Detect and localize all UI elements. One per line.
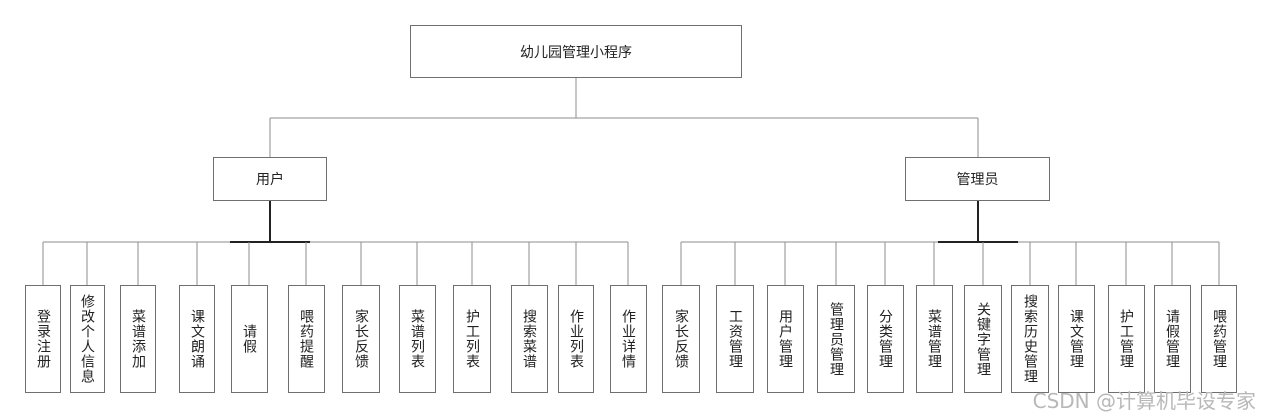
leaf-label: 搜索菜谱 bbox=[521, 309, 537, 369]
leaf-label: 请假 bbox=[241, 324, 257, 354]
leaf-label: 菜谱列表 bbox=[409, 309, 425, 369]
leaf-label: 工资管理 bbox=[727, 309, 743, 369]
branch-label-user: 用户 bbox=[256, 172, 284, 188]
branch-label-admin: 管理员 bbox=[956, 172, 999, 188]
user-leaf-node: 家长反馈 bbox=[342, 285, 380, 393]
admin-leaf-node: 关键字管理 bbox=[964, 285, 1002, 393]
leaf-label: 喂药管理 bbox=[1211, 309, 1227, 369]
branch-node-user: 用户 bbox=[213, 157, 327, 201]
watermark: CSDN @计算机毕设专家 bbox=[1032, 389, 1256, 413]
leaf-label: 家长反馈 bbox=[353, 309, 369, 369]
admin-leaf-node: 用户管理 bbox=[766, 285, 804, 393]
leaf-label: 家长反馈 bbox=[673, 309, 689, 369]
leaf-label: 分类管理 bbox=[877, 309, 893, 369]
user-leaf-node: 请假 bbox=[230, 285, 268, 393]
admin-leaf-node: 家长反馈 bbox=[662, 285, 700, 393]
leaf-label: 登录注册 bbox=[35, 309, 51, 369]
leaf-label: 菜谱管理 bbox=[926, 309, 942, 369]
admin-leaf-node: 分类管理 bbox=[866, 285, 904, 393]
root-node: 幼儿园管理小程序 bbox=[410, 25, 742, 78]
admin-leaf-node: 护工管理 bbox=[1107, 285, 1145, 393]
user-leaf-node: 菜谱添加 bbox=[120, 285, 156, 393]
admin-leaf-node: 菜谱管理 bbox=[915, 285, 953, 393]
leaf-label: 用户管理 bbox=[777, 309, 793, 369]
user-leaf-node: 修改个人信息 bbox=[69, 285, 105, 393]
leaf-label: 管理员管理 bbox=[828, 301, 844, 377]
root-label: 幼儿园管理小程序 bbox=[520, 44, 632, 61]
leaf-label: 菜谱添加 bbox=[130, 309, 146, 369]
leaf-label: 关键字管理 bbox=[975, 301, 991, 377]
leaf-label: 作业详情 bbox=[620, 309, 636, 369]
user-leaf-node: 喂药提醒 bbox=[287, 285, 325, 393]
branch-node-admin: 管理员 bbox=[905, 157, 1050, 201]
user-leaf-node: 登录注册 bbox=[25, 285, 61, 393]
user-leaf-node: 搜索菜谱 bbox=[510, 285, 548, 393]
user-leaf-node: 作业列表 bbox=[558, 285, 594, 393]
admin-leaf-node: 搜索历史管理 bbox=[1011, 285, 1049, 393]
admin-leaf-node: 工资管理 bbox=[716, 285, 754, 393]
user-leaf-node: 菜谱列表 bbox=[398, 285, 436, 393]
admin-leaf-node: 课文管理 bbox=[1057, 285, 1095, 393]
admin-leaf-node: 请假管理 bbox=[1153, 285, 1191, 393]
leaf-label: 护工列表 bbox=[464, 309, 480, 369]
admin-leaf-node: 管理员管理 bbox=[817, 285, 855, 393]
user-leaf-node: 护工列表 bbox=[453, 285, 491, 393]
leaf-label: 作业列表 bbox=[568, 309, 584, 369]
leaf-label: 课文朗诵 bbox=[189, 309, 205, 369]
admin-leaf-node: 喂药管理 bbox=[1201, 285, 1237, 393]
user-leaf-node: 作业详情 bbox=[609, 285, 647, 393]
leaf-label: 课文管理 bbox=[1068, 309, 1084, 369]
leaf-label: 护工管理 bbox=[1118, 309, 1134, 369]
leaf-label: 喂药提醒 bbox=[298, 309, 314, 369]
leaf-label: 请假管理 bbox=[1164, 309, 1180, 369]
user-leaf-node: 课文朗诵 bbox=[179, 285, 215, 393]
leaf-label: 搜索历史管理 bbox=[1022, 294, 1038, 384]
leaf-label: 修改个人信息 bbox=[79, 294, 95, 384]
